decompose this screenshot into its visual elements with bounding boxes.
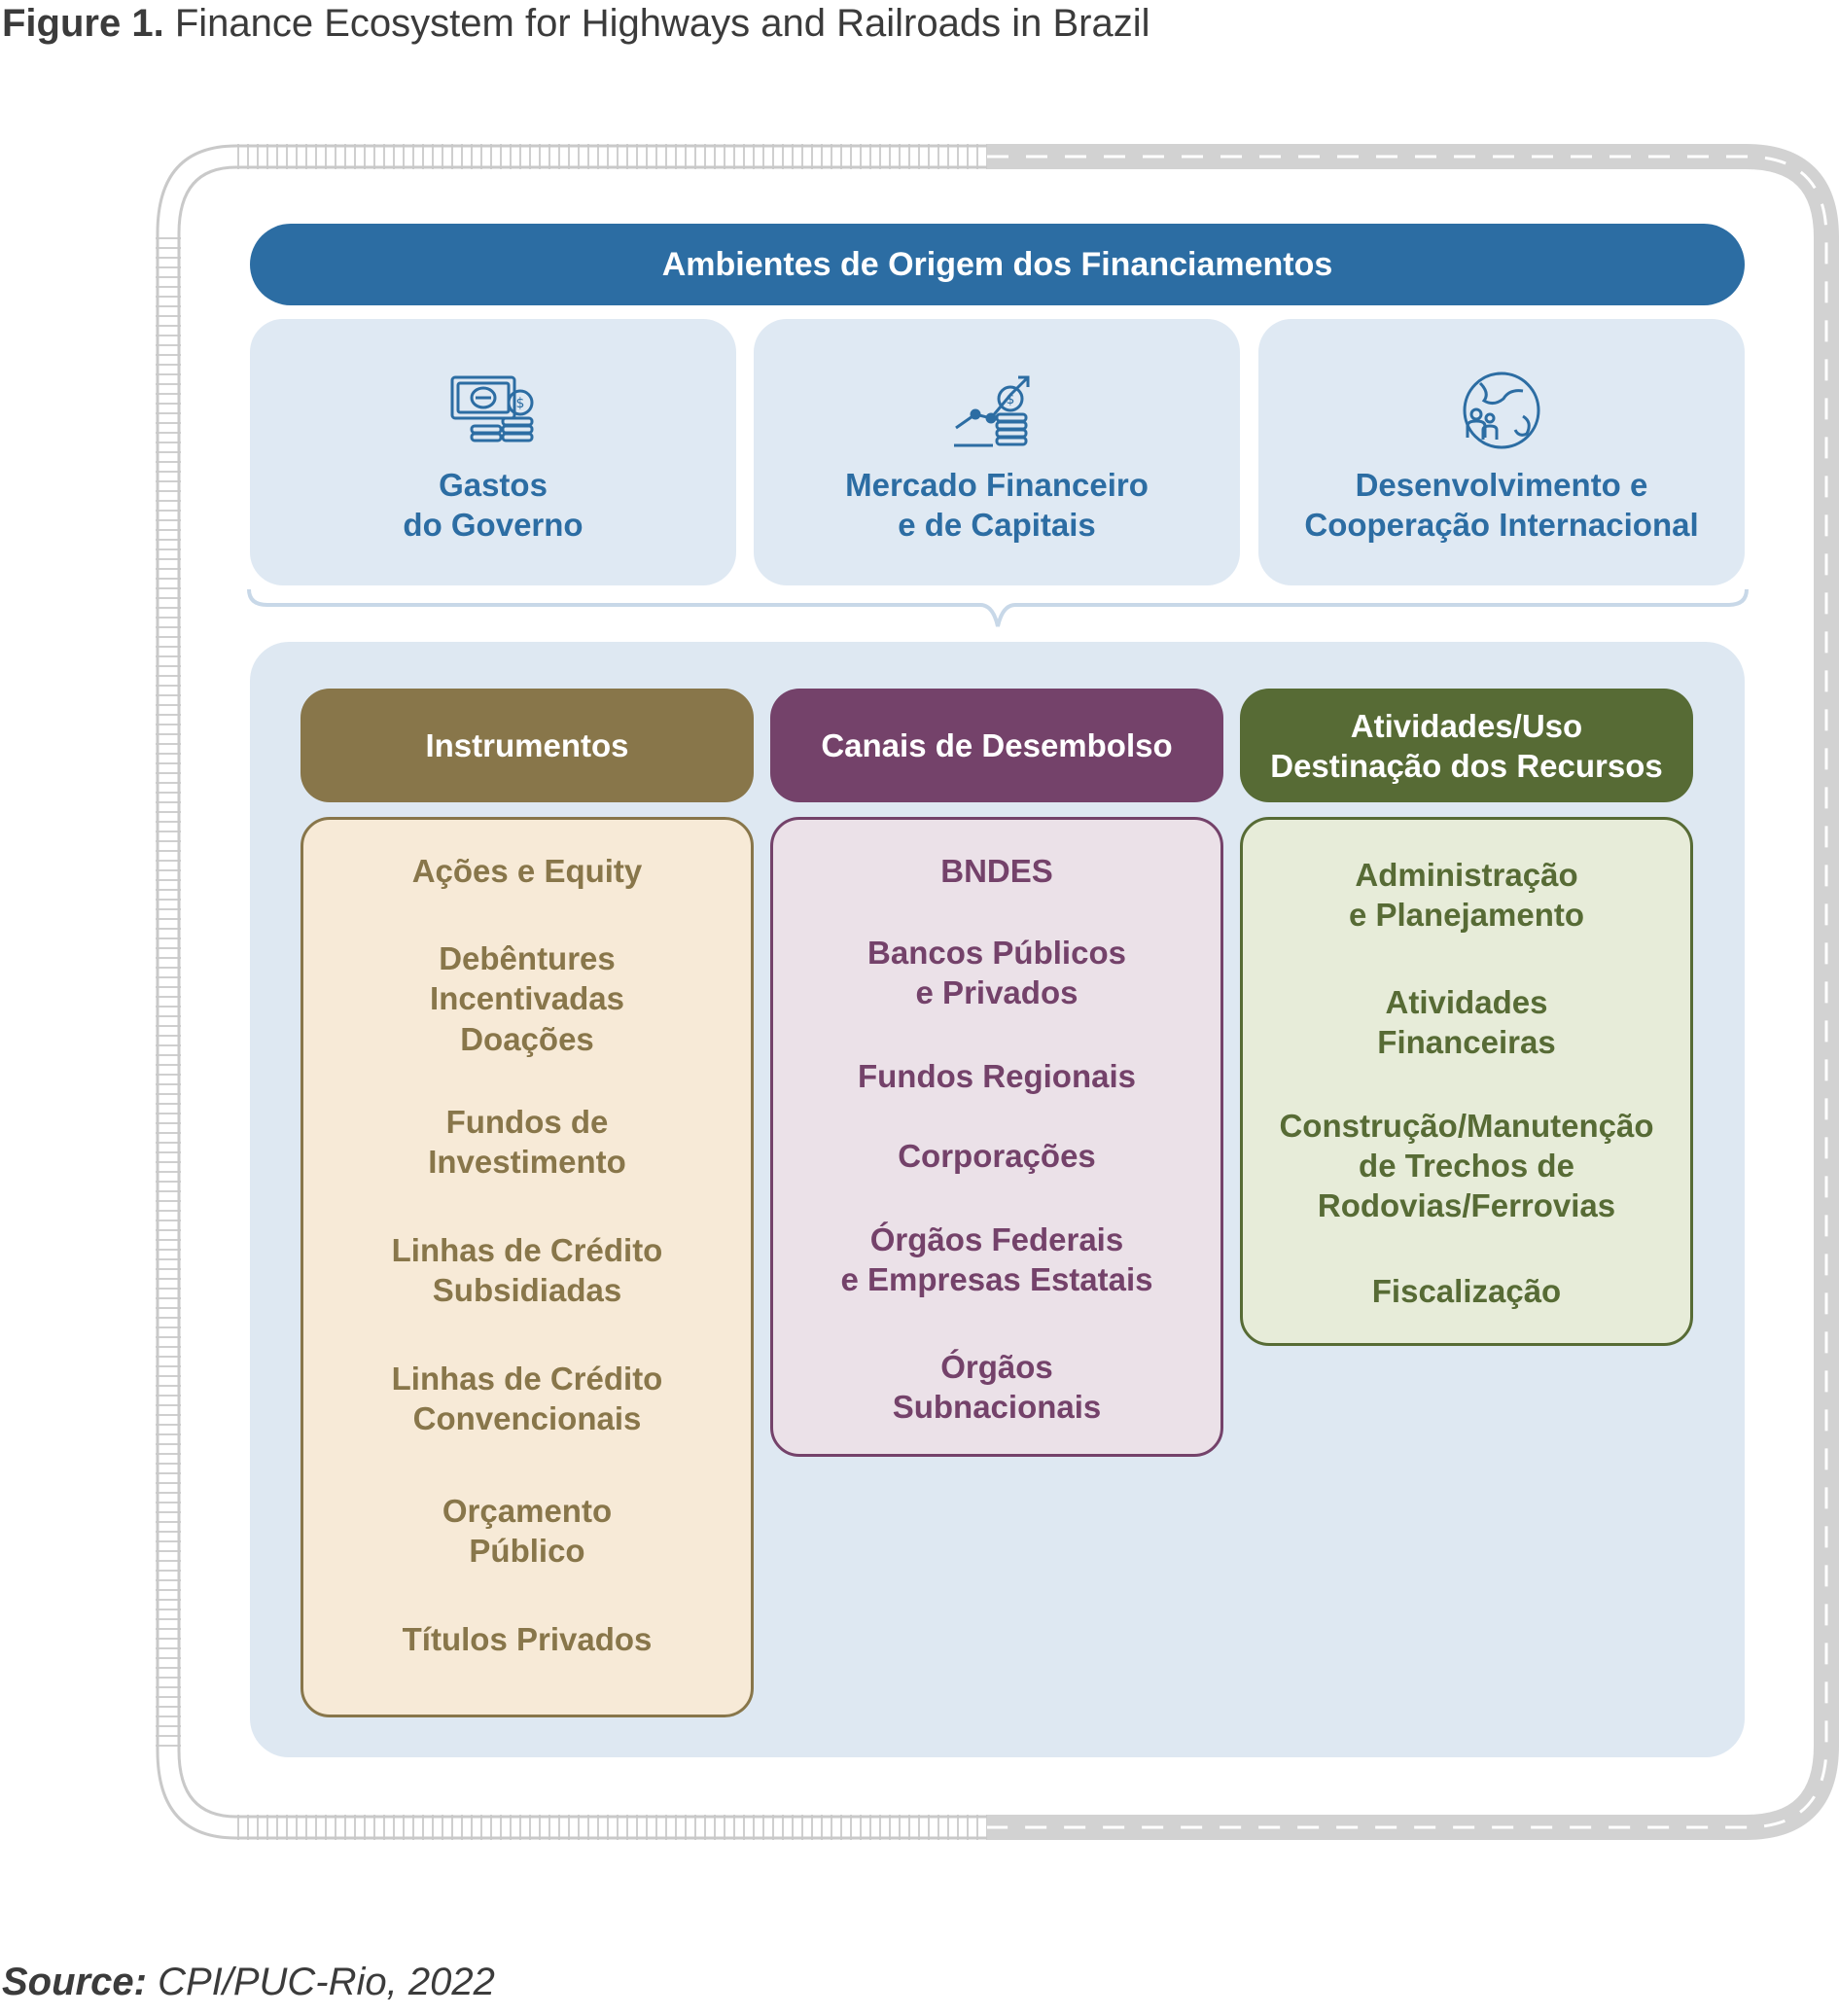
- svg-text:$: $: [516, 396, 525, 411]
- origin-label-financial-market: Mercado Financeiro e de Capitais: [845, 467, 1149, 543]
- origin-label-international-cooperation: Desenvolvimento e Cooperação Internacion…: [1304, 467, 1699, 543]
- globe-people-icon: [1463, 371, 1540, 449]
- source-label: Source:: [2, 1961, 147, 2003]
- origin-label-government: Gastos do Governo: [403, 467, 584, 543]
- list-item: Ações e Equity: [411, 853, 643, 889]
- list-item: Fundos de Investimento: [428, 1104, 626, 1180]
- list-item: Doações: [460, 1021, 594, 1057]
- growth-coins-icon: $: [954, 375, 1030, 447]
- origin-card-government: $ Gastos do Governo: [250, 319, 736, 585]
- grouping-brace: [247, 588, 1749, 627]
- source-note: Source: CPI/PUC-Rio, 2022: [2, 1961, 495, 2004]
- header-instrumentos: Instrumentos: [301, 689, 754, 802]
- atividades-list: Administração e Planejamento Atividades …: [1240, 817, 1693, 1346]
- origin-card-international-cooperation: Desenvolvimento e Cooperação Internacion…: [1258, 319, 1745, 585]
- list-item: Atividades Financeiras: [1377, 984, 1556, 1060]
- list-item: Administração e Planejamento: [1348, 857, 1585, 933]
- list-item: Linhas de Crédito Convencionais: [391, 1361, 663, 1436]
- list-item: Bancos Públicos e Privados: [867, 935, 1126, 1010]
- origin-card-financial-market: $ Mercado Financeiro e de Capitais: [754, 319, 1240, 585]
- svg-text:$: $: [1007, 392, 1015, 407]
- origin-environments-banner: Ambientes de Origem dos Financiamentos: [250, 224, 1745, 305]
- list-item: Órgãos Subnacionais: [892, 1349, 1102, 1425]
- list-item: BNDES: [940, 853, 1053, 889]
- figure-number: Figure 1.: [2, 2, 164, 45]
- instrumentos-list: Ações e Equity Debêntures Incentivadas D…: [301, 817, 754, 1717]
- figure-title: Figure 1. Finance Ecosystem for Highways…: [2, 2, 1149, 46]
- money-coins-icon: $: [450, 375, 534, 442]
- list-item: Fundos Regionais: [857, 1058, 1136, 1094]
- header-canais-de-desembolso: Canais de Desembolso: [770, 689, 1223, 802]
- list-item: Construção/Manutenção de Trechos de Rodo…: [1279, 1108, 1654, 1223]
- figure-caption: Finance Ecosystem for Highways and Railr…: [174, 2, 1150, 45]
- canais-list: BNDES Bancos Públicos e Privados Fundos …: [770, 817, 1223, 1457]
- list-item: Linhas de Crédito Subsidiadas: [391, 1232, 663, 1308]
- list-item: Orçamento Público: [442, 1493, 613, 1569]
- list-item: Órgãos Federais e Empresas Estatais: [840, 1221, 1153, 1297]
- list-item: Corporações: [898, 1138, 1096, 1174]
- header-atividades-uso: Atividades/Uso Destinação dos Recursos: [1240, 689, 1693, 802]
- source-text: CPI/PUC-Rio, 2022: [158, 1961, 495, 2003]
- list-item: Debêntures Incentivadas: [430, 940, 624, 1016]
- list-item: Fiscalização: [1371, 1273, 1562, 1309]
- list-item: Títulos Privados: [402, 1621, 653, 1657]
